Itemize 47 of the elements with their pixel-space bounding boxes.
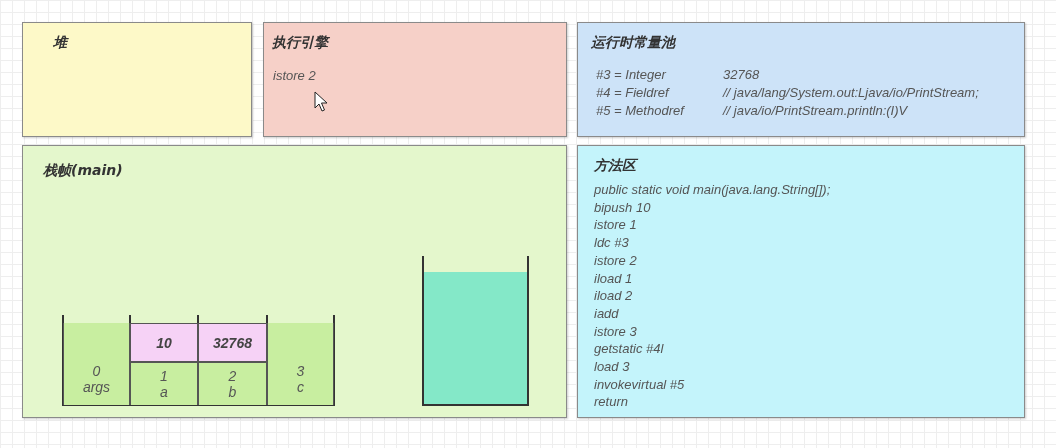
constant-entry: #3 = Integer	[596, 67, 666, 83]
heap-panel	[22, 22, 252, 137]
local-variable-slot	[267, 323, 334, 405]
method-signature: public static void main(java.lang.String[]);	[594, 182, 831, 198]
variable-name: args	[82, 379, 111, 395]
panel-heading: 执行引擎	[272, 33, 328, 51]
bytecode-instruction: iadd	[594, 305, 619, 322]
variable-name: c	[297, 379, 304, 395]
variable-name: b	[228, 384, 237, 400]
slot-index: 2	[228, 368, 237, 384]
bytecode-instruction: iload 1	[594, 270, 633, 287]
method-area-panel	[577, 145, 1025, 418]
constant-value: // java/io/PrintStream.println:(I)V	[723, 103, 908, 119]
instruction-text: istore 2	[273, 68, 316, 84]
variable-name: a	[160, 384, 168, 400]
bytecode-instruction: return	[594, 394, 628, 411]
stack-frame-panel	[22, 145, 567, 418]
constant-pool-panel	[577, 22, 1025, 137]
local-variable-slot	[130, 362, 198, 405]
panel-heading: 堆	[53, 33, 67, 51]
constant-entry: #4 = Fieldref	[596, 85, 669, 101]
bytecode-instruction: load 3	[594, 359, 630, 375]
bytecode-instruction: istore 1	[594, 217, 637, 234]
bytecode-instruction: istore 2	[594, 252, 637, 269]
operand-stack	[422, 256, 529, 406]
constant-value: 32768	[723, 67, 760, 83]
value-text: 10	[156, 334, 172, 351]
value-cell	[130, 323, 198, 362]
panel-heading: 栈帧(main)	[43, 161, 123, 179]
panel-heading: 运行时常量池	[591, 33, 675, 51]
slot-index: 3	[296, 363, 305, 379]
bytecode-instruction: iload 2	[594, 288, 633, 305]
panel-heading: 方法区	[594, 156, 636, 174]
constant-value: // java/lang/System.out:Ljava/io/PrintStream;	[723, 85, 979, 101]
value-cell	[198, 323, 267, 362]
slot-index: 1	[160, 368, 168, 384]
value-text: 32768	[213, 334, 252, 351]
local-variable-slot	[198, 362, 267, 405]
slot-index: 0	[92, 363, 101, 379]
bytecode-instruction: bipush 10	[594, 199, 651, 216]
bytecode-instruction: invokevirtual #5	[594, 376, 685, 393]
bytecode-instruction: getstatic #4l	[594, 341, 664, 358]
execution-engine-panel	[263, 22, 567, 137]
bytecode-instruction: ldc #3	[594, 235, 629, 252]
local-variable-slot	[63, 323, 130, 405]
constant-entry: #5 = Methodref	[596, 103, 684, 119]
bytecode-instruction: istore 3	[594, 323, 637, 340]
